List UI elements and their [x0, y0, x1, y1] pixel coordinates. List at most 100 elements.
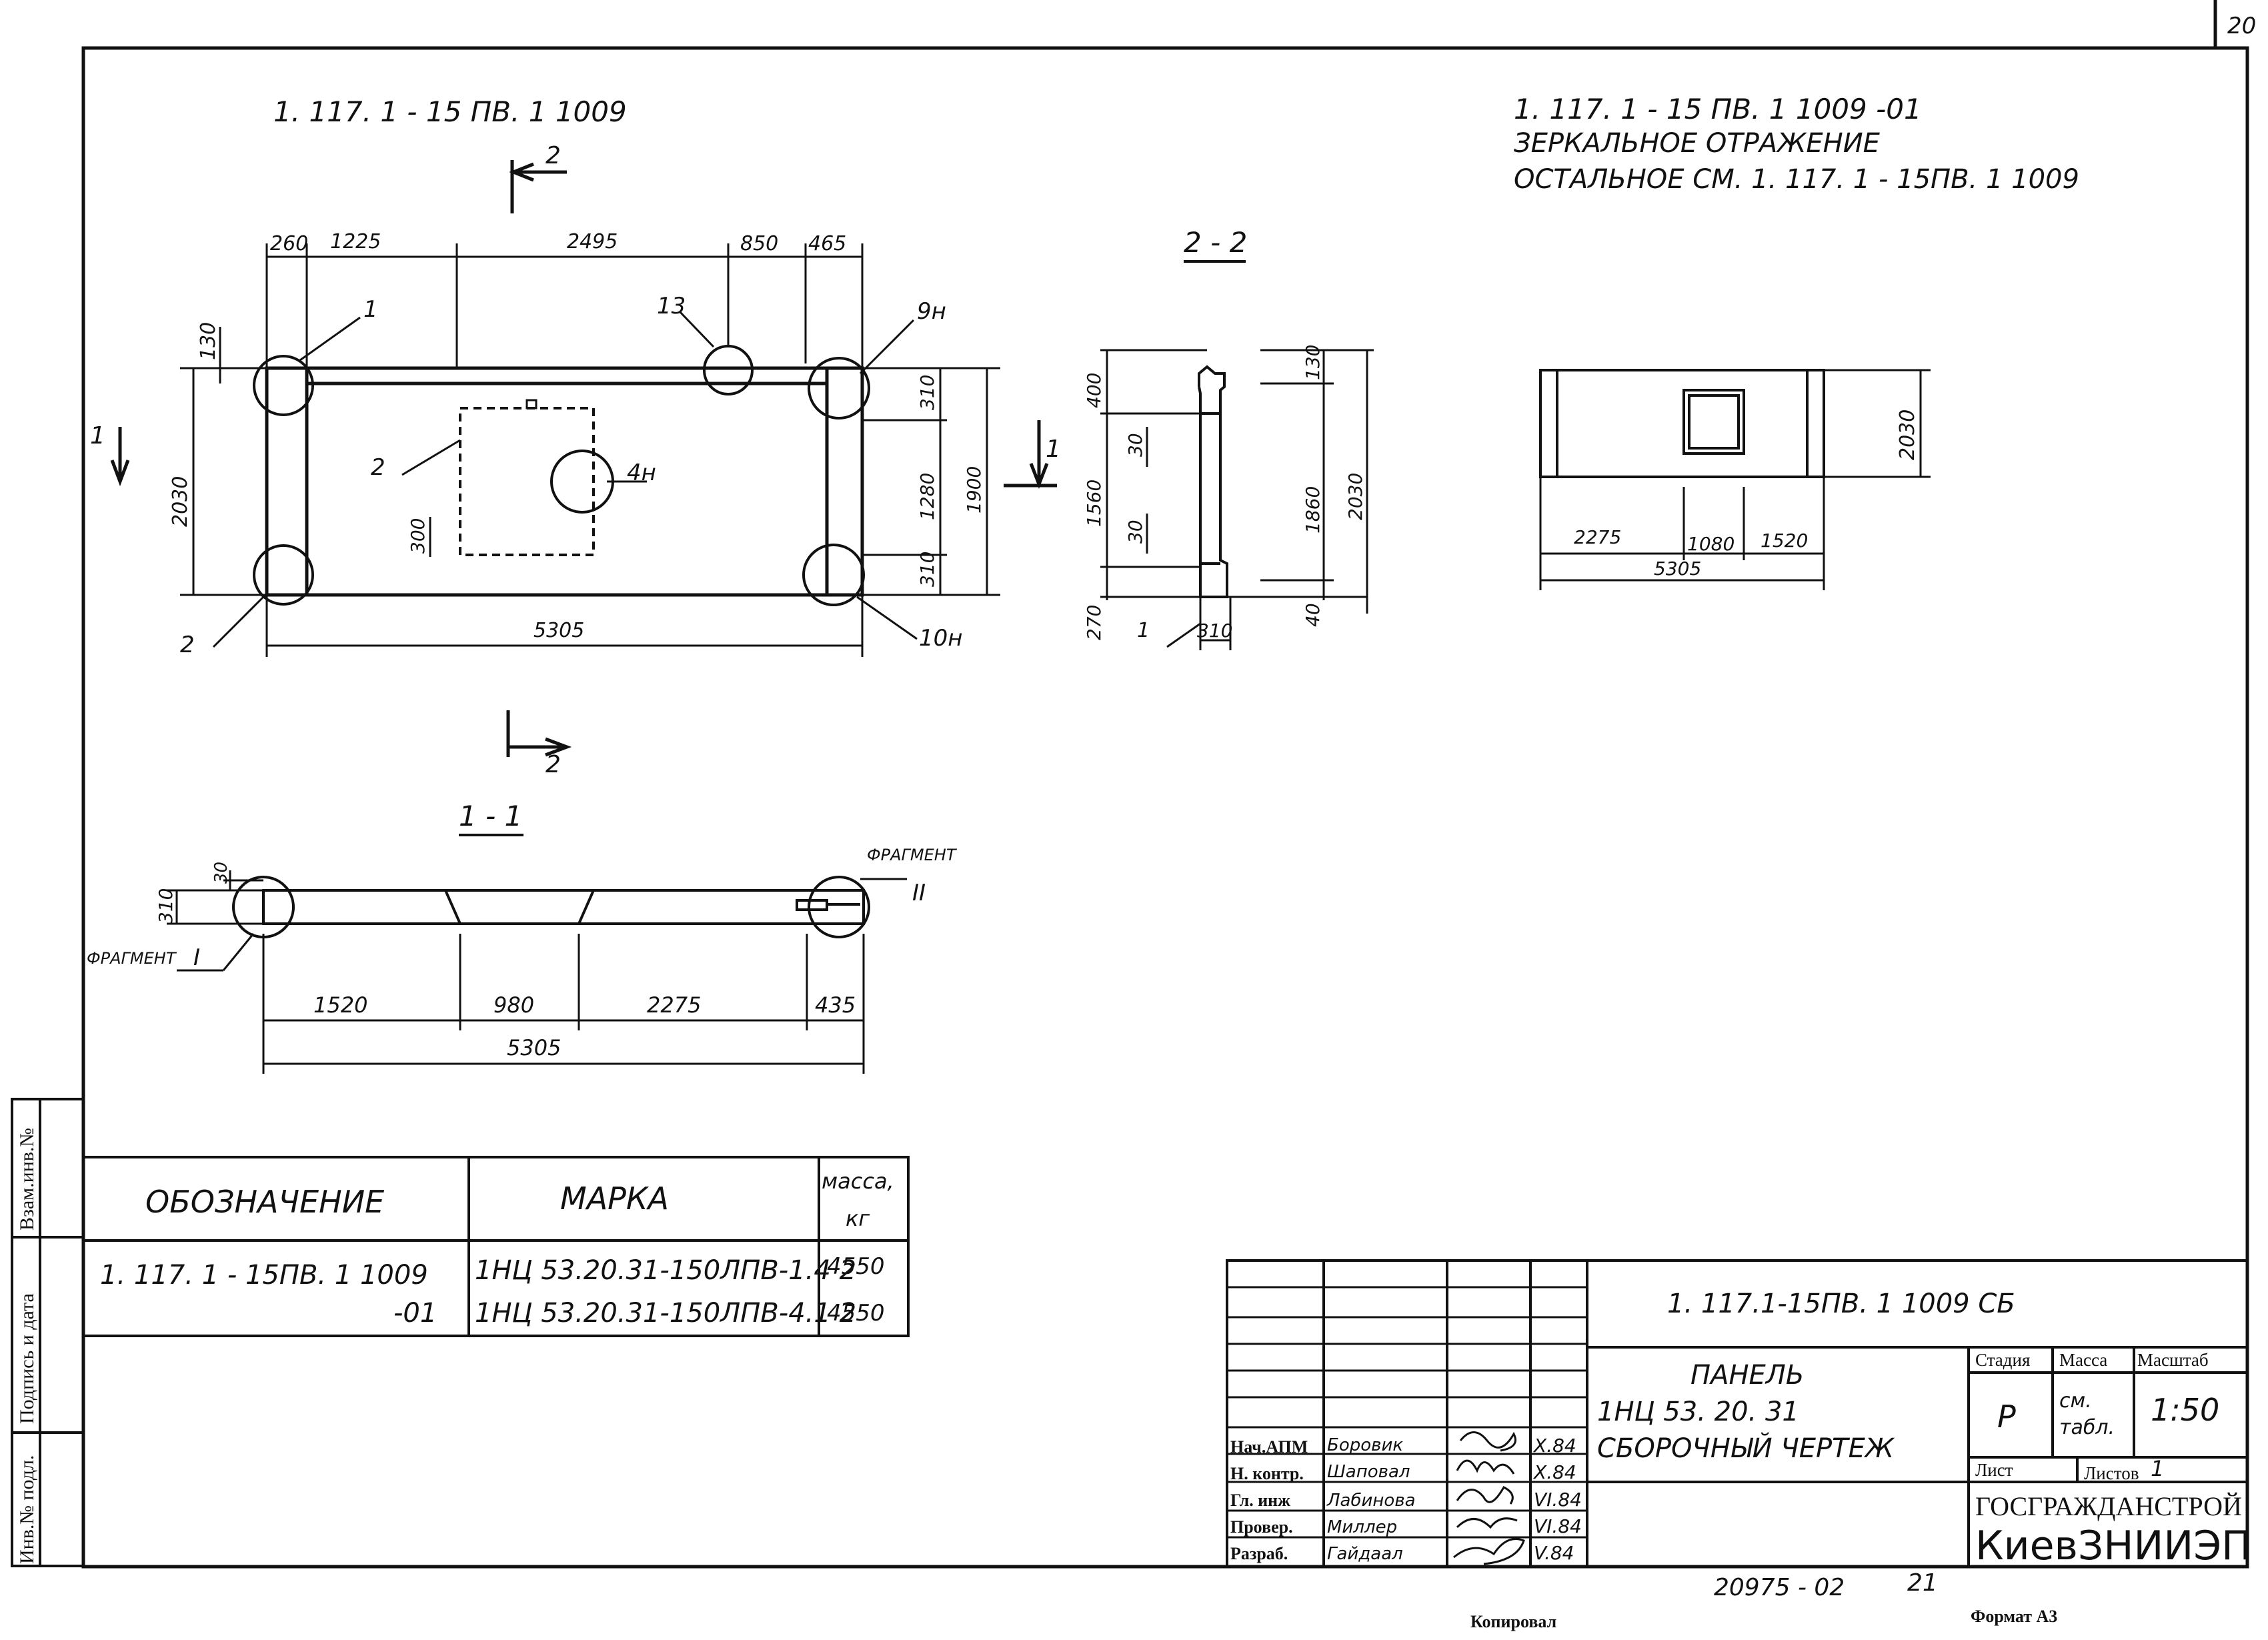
cut-mark-left-label: 1 [90, 422, 105, 450]
name-line3: СБОРОЧНЫЙ ЧЕРТЕЖ [1597, 1432, 1895, 1464]
title-block [1226, 1259, 2249, 1568]
window-opening [459, 407, 595, 556]
s22-callout-1: 1 [1137, 619, 1150, 642]
spec-row1-mass: 4550 [827, 1253, 885, 1280]
sheets-label: Листов [2084, 1463, 2139, 1483]
s11-dim-435: 435 [815, 992, 856, 1018]
plan-title: 1. 117. 1 - 15 ПВ. 1 1009 [273, 95, 627, 128]
dim-top-1225: 1225 [330, 230, 381, 253]
archive-number: 20975 - 02 [1714, 1574, 1845, 1601]
copied-label: Копировал [1470, 1612, 1556, 1631]
sig-role-1: Нач.АПМ [1230, 1437, 1308, 1457]
sig-date-1: Х.84 [1532, 1435, 1576, 1457]
s22-dim-310: 310 [1197, 620, 1232, 642]
mirror-dim-1520: 1520 [1761, 530, 1808, 552]
dim-left-2030: 2030 [169, 476, 192, 527]
section-1-1-title: 1 - 1 [459, 800, 522, 832]
sig-role-2: Н. контр. [1230, 1464, 1304, 1483]
sig-role-4: Провер. [1230, 1517, 1293, 1537]
s22-dim-270: 270 [1083, 605, 1105, 640]
sig-name-2: Шаповал [1327, 1462, 1410, 1482]
callout-13: 13 [657, 293, 686, 319]
mirror-line1: ЗЕРКАЛЬНОЕ ОТРАЖЕНИЕ [1514, 128, 1881, 159]
spec-row1-code: 1. 117. 1 - 15ПВ. 1 1009 [100, 1260, 428, 1291]
name-line2: 1НЦ 53. 20. 31 [1597, 1397, 1799, 1427]
name-line1: ПАНЕЛЬ [1690, 1360, 1804, 1391]
callout-10n: 10н [919, 625, 963, 652]
plan-callout-leaders [212, 311, 918, 648]
col-mass: Масса [2059, 1350, 2107, 1370]
title-block-rows [1227, 1286, 1587, 1539]
archive-sheet: 21 [1907, 1569, 1938, 1597]
spec-row1-mark: 1НЦ 53.20.31-150ЛПВ-1.4 2 [475, 1255, 856, 1286]
s22-dim-30-top: 30 [1124, 433, 1146, 457]
mass-line2: табл. [2059, 1416, 2115, 1439]
callout-1: 1 [363, 296, 378, 323]
page-number: 20 [2227, 13, 2256, 39]
side-stamp-replace: Взам.инв.№ [16, 1128, 38, 1231]
mirror-panel-outline [1539, 369, 1825, 478]
s22-dim-400: 400 [1083, 373, 1105, 408]
spec-row2-code: -01 [393, 1298, 437, 1329]
handwritten-signatures [1453, 1431, 1525, 1565]
spec-header-mark: МАРКА [560, 1180, 669, 1216]
callout-4n: 4н [627, 460, 656, 486]
s22-dim-2030: 2030 [1344, 473, 1366, 520]
mirror-dims [1539, 369, 1931, 590]
panel-plan-outline [265, 366, 864, 597]
signature-rows: Нач.АПМ Боровик Х.84 Н. контр. Шаповал Х… [1230, 1435, 1582, 1564]
s22-dim-40: 40 [1302, 603, 1324, 627]
dim-right-310-top: 310 [916, 375, 938, 410]
dim-right-1280: 1280 [916, 473, 938, 520]
mirror-code: 1. 117. 1 - 15 ПВ. 1 1009 -01 [1514, 93, 1922, 125]
org-line2: КиевЗНИИЭП [1975, 1523, 2251, 1569]
fragment-1-number: I [193, 944, 200, 971]
mirror-dim-2275: 2275 [1574, 526, 1621, 548]
callout-2-window: 2 [371, 454, 385, 481]
s11-dim-5305: 5305 [507, 1035, 561, 1060]
s22-dim-30-bottom: 30 [1124, 520, 1146, 544]
detail-circles [253, 345, 870, 606]
dim-left-130: 130 [197, 322, 220, 360]
spec-header-mass: масса, [822, 1168, 894, 1194]
s22-dim-1860: 1860 [1302, 486, 1324, 534]
org-line1: ГОСГРАЖДАНСТРОЙ [1975, 1491, 2242, 1521]
cut-mark-bottom-label: 2 [545, 751, 561, 778]
spec-row2-mass: 4550 [827, 1300, 885, 1327]
dim-opening-300: 300 [407, 518, 429, 554]
spec-header-kg: кг [846, 1206, 870, 1231]
s22-dim-1560: 1560 [1083, 480, 1105, 527]
section-2-2-title: 2 - 2 [1184, 226, 1247, 259]
callout-2-corner: 2 [180, 632, 195, 658]
dim-top-850: 850 [740, 232, 778, 255]
dim-top-260: 260 [270, 232, 308, 255]
s22-dim-130: 130 [1302, 345, 1324, 380]
mirror-dim-2030: 2030 [1896, 409, 1919, 460]
section-1-1-dims [167, 870, 907, 1074]
dim-right-310-bottom: 310 [916, 552, 938, 587]
plan-dimension-lines [180, 243, 1000, 657]
drawing-frame [81, 46, 2249, 1569]
cut-mark-2-bottom [506, 710, 572, 757]
sheet-label: Лист [1975, 1460, 2013, 1480]
sig-role-3: Гл. инж [1230, 1491, 1290, 1510]
s11-dim-310: 310 [155, 888, 177, 924]
dim-top-465: 465 [808, 232, 846, 255]
s11-dim-1520: 1520 [313, 992, 367, 1018]
spec-row2-mark: 1НЦ 53.20.31-150ЛПВ-4.1 2 [475, 1298, 856, 1329]
format-label: Формат А3 [1971, 1607, 2057, 1626]
sheets-value: 1 [2151, 1456, 2164, 1481]
callout-9n: 9н [917, 298, 946, 325]
dim-right-1900: 1900 [963, 466, 985, 514]
section-2-2-profile [1198, 365, 1228, 598]
sig-name-1: Боровик [1327, 1435, 1403, 1455]
sig-date-4: VI.84 [1534, 1515, 1582, 1537]
cut-mark-1-mid [1004, 420, 1057, 489]
section-2-2-dims [1100, 349, 1374, 650]
scale-value: 1:50 [2151, 1392, 2219, 1428]
fragment-2-label: ФРАГМЕНТ [867, 846, 958, 864]
s11-dim-980: 980 [493, 992, 534, 1018]
sig-name-4: Миллер [1327, 1517, 1397, 1537]
spec-table [82, 1156, 910, 1337]
